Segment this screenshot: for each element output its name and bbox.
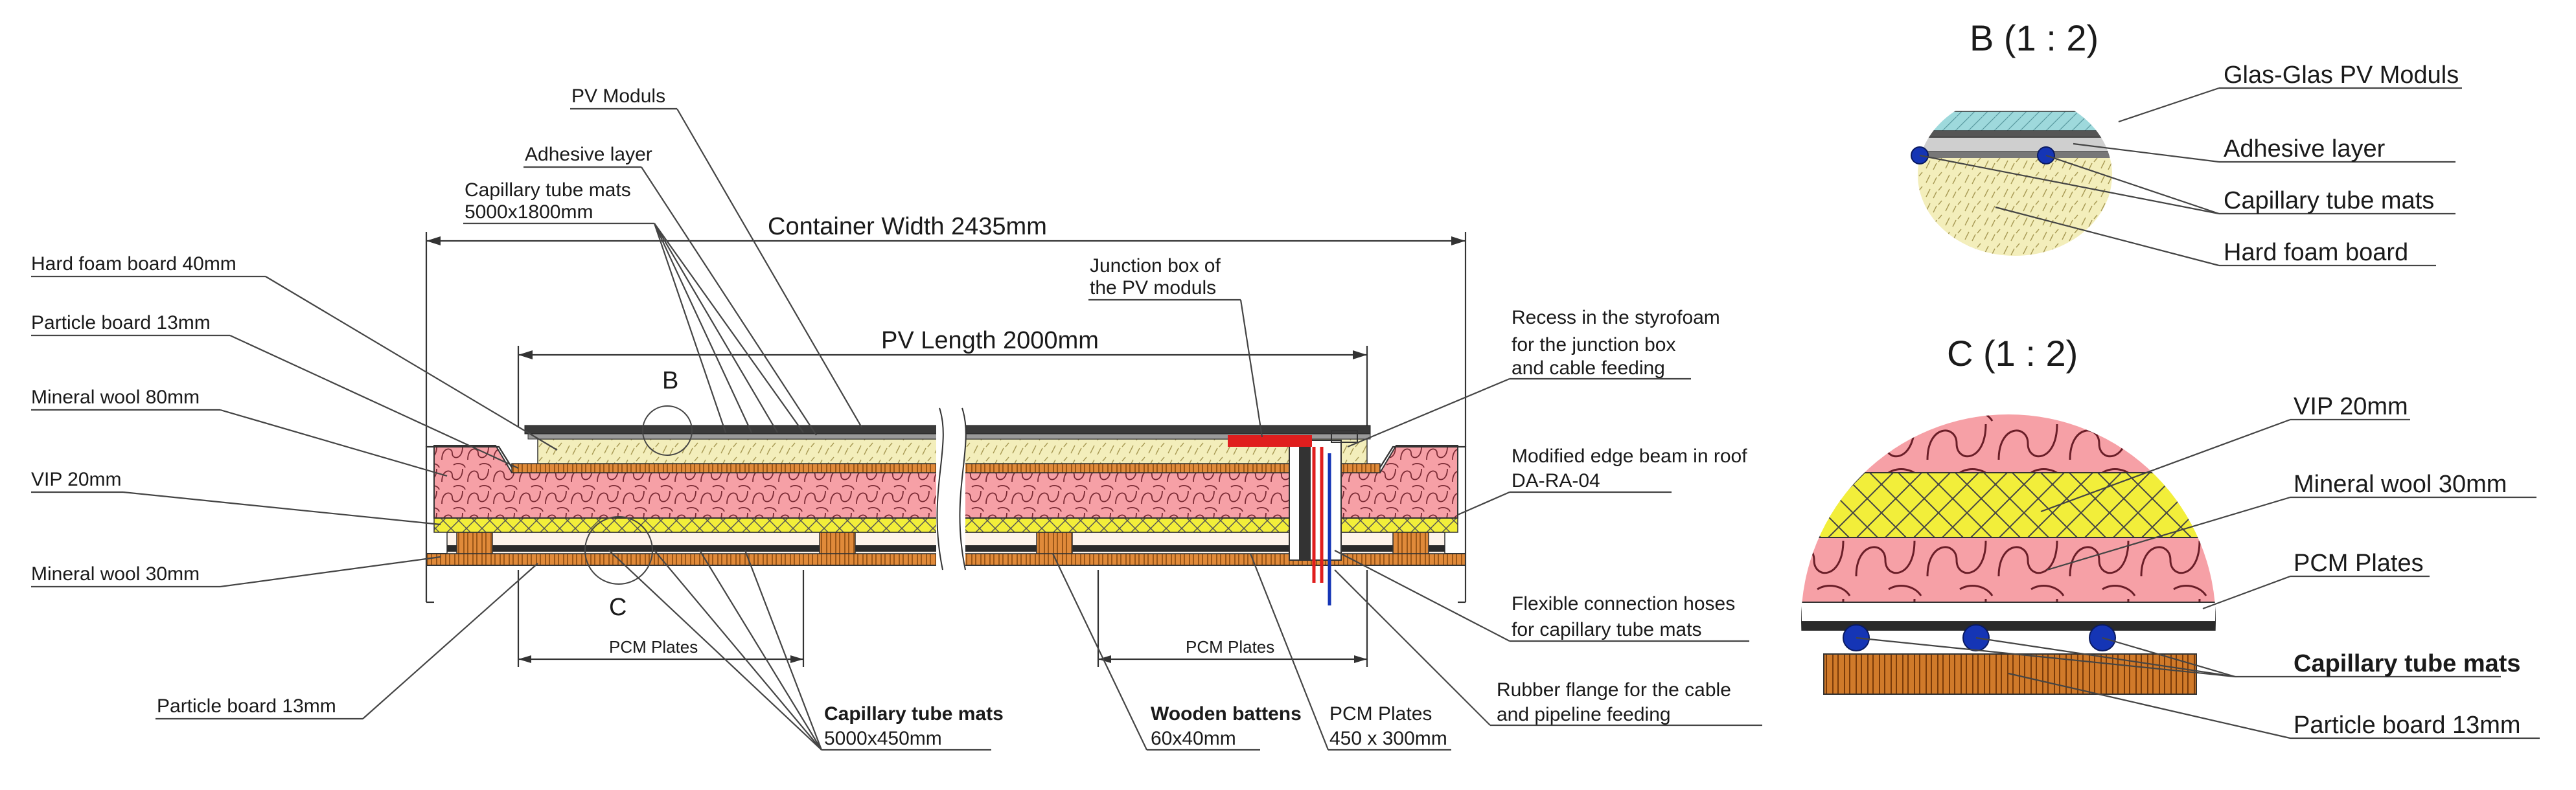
detail-c-capillary: Capillary tube mats <box>2294 650 2521 677</box>
detail-b-capillary: Capillary tube mats <box>2224 187 2434 214</box>
detail-c-circle <box>584 516 653 585</box>
container-width-dimension <box>425 232 1467 447</box>
label-vip-20: VIP 20mm <box>31 469 122 490</box>
pcm-dimensions <box>517 570 1368 667</box>
label-pv-moduls: PV Moduls <box>571 85 665 107</box>
label-recess-1: Recess in the styrofoam <box>1512 307 1720 328</box>
label-rubber-1: Rubber flange for the cable <box>1497 679 1731 701</box>
label-particle-board-bottom: Particle board 13mm <box>157 695 336 717</box>
label-adhesive-layer: Adhesive layer <box>525 144 652 165</box>
marker-c: C <box>609 594 627 621</box>
label-recess-3: and cable feeding <box>1512 357 1665 379</box>
wooden-battens <box>456 532 1429 554</box>
detail-c-mineral: Mineral wool 30mm <box>2294 471 2507 498</box>
label-capillary-top-1: Capillary tube mats <box>465 179 631 201</box>
marker-b: B <box>662 367 678 394</box>
label-mineral-wool-30: Mineral wool 30mm <box>31 563 200 585</box>
detail-b-adhesive: Adhesive layer <box>2224 135 2386 163</box>
label-junction-1: Junction box of <box>1090 255 1221 276</box>
pv-length-dimension <box>517 346 1368 427</box>
label-pv-length: PV Length 2000mm <box>881 327 1099 354</box>
label-edge-beam-1: Modified edge beam in roof <box>1512 446 1747 467</box>
label-capillary-bottom-1: Capillary tube mats <box>824 703 1004 725</box>
label-capillary-bottom-2: 5000x450mm <box>824 728 942 749</box>
label-pcm-right: PCM Plates <box>1186 637 1274 657</box>
detail-c-particle: Particle board 13mm <box>2294 712 2521 739</box>
detail-c-title: C (1 : 2) <box>1947 333 2078 374</box>
main-section <box>425 232 1467 667</box>
label-pcm-size-1: PCM Plates <box>1329 703 1432 725</box>
label-flex-2: for capillary tube mats <box>1512 619 1701 640</box>
label-container-width: Container Width 2435mm <box>768 213 1047 240</box>
detail-b: B (1 : 2) Glas-Glas PV Moduls Adhesive l… <box>1911 17 2462 267</box>
label-hard-foam: Hard foam board 40mm <box>31 253 236 275</box>
label-battens-2: 60x40mm <box>1151 728 1236 749</box>
junction-box <box>1228 430 1358 605</box>
detail-b-hard-foam: Hard foam board <box>2224 239 2408 266</box>
detail-c-pcm: PCM Plates <box>2294 550 2424 577</box>
label-battens-1: Wooden battens <box>1151 703 1302 725</box>
label-flex-1: Flexible connection hoses <box>1512 593 1735 615</box>
label-pcm-size-2: 450 x 300mm <box>1329 728 1447 749</box>
detail-b-circle <box>642 405 693 456</box>
label-capillary-top-2: 5000x1800mm <box>465 201 593 223</box>
frame-right <box>1379 446 1467 602</box>
detail-b-title: B (1 : 2) <box>1970 17 2099 58</box>
label-pcm-left: PCM Plates <box>609 637 698 657</box>
label-particle-board-13: Particle board 13mm <box>31 312 211 333</box>
label-edge-beam-2: DA-RA-04 <box>1512 470 1600 491</box>
label-junction-2: the PV moduls <box>1090 277 1216 299</box>
detail-c-vip: VIP 20mm <box>2294 393 2408 420</box>
detail-b-glas: Glas-Glas PV Moduls <box>2224 62 2459 89</box>
frame-left <box>425 446 512 602</box>
detail-c: C (1 : 2) VIP 20mm Mineral wool 30mm PCM… <box>1801 333 2540 739</box>
break-line <box>936 407 967 570</box>
label-recess-2: for the junction box <box>1512 334 1676 356</box>
main-labels: PV Moduls Adhesive layer Capillary tube … <box>31 85 1747 749</box>
label-rubber-2: and pipeline feeding <box>1497 704 1671 725</box>
label-mineral-wool-80: Mineral wool 80mm <box>31 387 200 408</box>
leader-lines <box>31 107 1762 751</box>
